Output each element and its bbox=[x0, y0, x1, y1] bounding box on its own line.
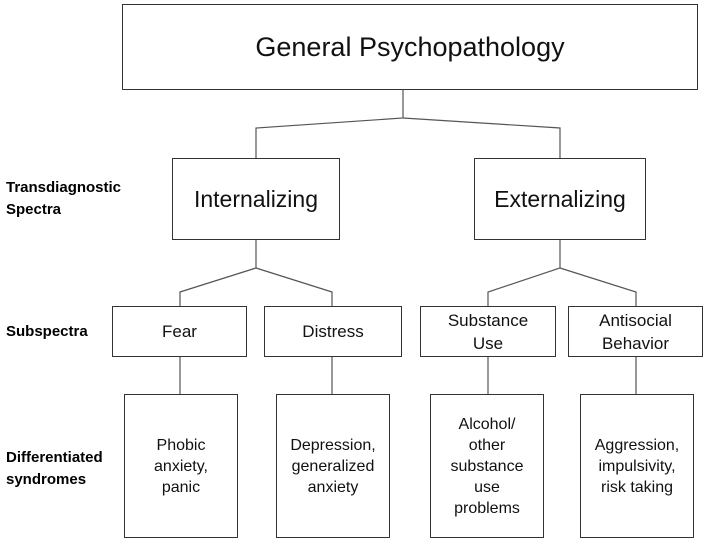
syndrome-node-substance-problems: Alcohol/ other substance use problems bbox=[430, 394, 544, 538]
syndrome-node-label: Depression, generalized anxiety bbox=[290, 436, 376, 496]
subspectrum-node-label: Distress bbox=[302, 322, 364, 341]
spectrum-node-externalizing: Externalizing bbox=[474, 158, 646, 240]
subspectrum-node-label: Fear bbox=[162, 322, 197, 341]
connector-externalizing-substance bbox=[487, 240, 561, 306]
subspectrum-node-substance-use: Substance Use bbox=[420, 306, 556, 357]
connector-root-internalizing bbox=[255, 90, 404, 158]
root-node-label: General Psychopathology bbox=[255, 31, 565, 62]
syndrome-node-aggression: Aggression, impulsivity, risk taking bbox=[580, 394, 694, 538]
level-label-subspectra: Subspectra bbox=[6, 323, 88, 340]
level-label-syndromes: Differentiated syndromes bbox=[6, 449, 103, 488]
syndrome-node-label: Alcohol/ other substance use problems bbox=[450, 415, 524, 517]
spectrum-node-internalizing: Internalizing bbox=[172, 158, 340, 240]
connector-internalizing-distress bbox=[255, 267, 333, 306]
syndrome-node-label: Phobic anxiety, panic bbox=[154, 436, 208, 496]
subspectrum-node-fear: Fear bbox=[112, 306, 247, 357]
connector-internalizing-fear bbox=[179, 240, 257, 306]
syndrome-node-phobic-anxiety: Phobic anxiety, panic bbox=[124, 394, 238, 538]
subspectrum-node-antisocial-behavior: Antisocial Behavior bbox=[568, 306, 703, 357]
subspectrum-node-distress: Distress bbox=[264, 306, 402, 357]
spectrum-node-label: Internalizing bbox=[193, 185, 319, 212]
syndrome-node-depression: Depression, generalized anxiety bbox=[276, 394, 390, 538]
root-node: General Psychopathology bbox=[122, 4, 698, 90]
connector-externalizing-antisocial bbox=[559, 267, 637, 306]
subspectrum-node-label: Antisocial Behavior bbox=[599, 310, 672, 353]
spectrum-node-label: Externalizing bbox=[494, 185, 626, 212]
syndrome-node-label: Aggression, impulsivity, risk taking bbox=[594, 436, 680, 496]
connector-root-externalizing bbox=[402, 117, 561, 158]
level-label-spectra: Transdiagnostic Spectra bbox=[6, 179, 122, 218]
subspectrum-node-label: Substance Use bbox=[447, 310, 529, 353]
